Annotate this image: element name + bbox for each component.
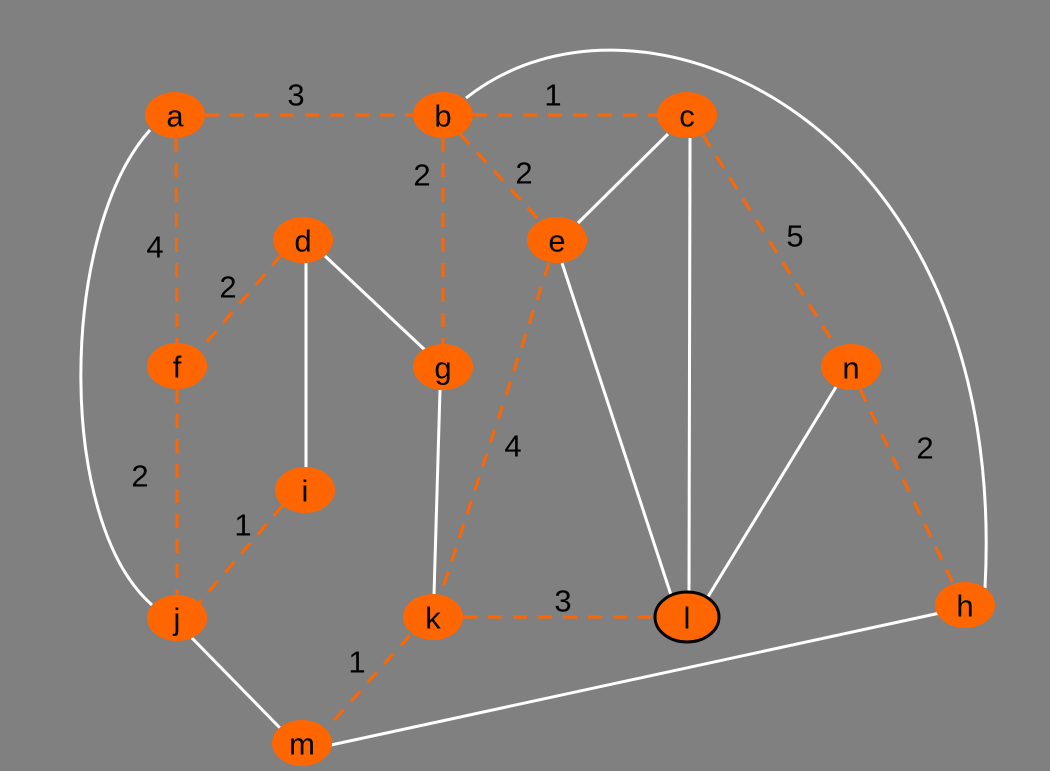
node-e[interactable]: e	[527, 217, 587, 263]
node-l[interactable]: l	[653, 590, 721, 644]
node-l-label: l	[684, 601, 691, 636]
node-a[interactable]: a	[145, 92, 205, 138]
edge-weight-b-g: 2	[413, 158, 430, 193]
node-m-shape[interactable]	[272, 720, 332, 766]
node-b[interactable]: b	[413, 92, 473, 138]
node-i[interactable]: i	[275, 467, 335, 513]
node-n[interactable]: n	[821, 344, 881, 390]
node-g-shape[interactable]	[413, 344, 473, 390]
node-f-label: f	[173, 350, 182, 385]
node-i-shape[interactable]	[275, 467, 335, 513]
edge-c-n[interactable]	[701, 134, 838, 348]
tree-edge-e-l[interactable]	[560, 262, 674, 599]
edge-e-k[interactable]	[439, 262, 551, 595]
edge-weight-d-f: 2	[219, 270, 236, 305]
tree-edge-m-h[interactable]	[330, 611, 941, 747]
node-h-shape[interactable]	[935, 582, 995, 628]
node-k[interactable]: k	[403, 594, 463, 640]
node-d-shape[interactable]	[273, 217, 333, 263]
tree-edge-d-g[interactable]	[323, 254, 427, 352]
node-a-shape[interactable]	[145, 92, 205, 138]
node-m-label: m	[289, 727, 315, 762]
edge-n-h[interactable]	[858, 388, 955, 584]
edge-weight-a-b: 3	[287, 78, 304, 113]
node-c[interactable]: c	[657, 92, 717, 138]
node-e-shape[interactable]	[527, 217, 587, 263]
graph-edge-layer	[174, 113, 955, 728]
node-f-shape[interactable]	[147, 343, 207, 389]
edge-weight-b-e: 2	[515, 156, 532, 191]
node-h-label: h	[956, 589, 973, 624]
node-j-shape[interactable]	[147, 595, 207, 641]
edge-weight-i-j: 1	[234, 508, 251, 543]
node-b-label: b	[434, 99, 451, 134]
tree-edge-c-l[interactable]	[687, 137, 692, 594]
tree-edge-b-h[interactable]	[465, 48, 988, 589]
edge-i-j[interactable]	[197, 504, 285, 604]
node-j-label: j	[173, 602, 181, 637]
edge-a-f[interactable]	[174, 137, 179, 344]
edge-weight-c-n: 5	[786, 219, 803, 254]
edge-k-m[interactable]	[326, 634, 412, 728]
edge-weight-f-j: 2	[131, 459, 148, 494]
node-c-shape[interactable]	[657, 92, 717, 138]
tree-edge-c-e[interactable]	[576, 132, 670, 225]
node-e-label: e	[548, 224, 565, 259]
node-b-shape[interactable]	[413, 92, 473, 138]
node-k-shape[interactable]	[403, 594, 463, 640]
edge-weight-n-h: 2	[916, 431, 933, 466]
node-d[interactable]: d	[273, 217, 333, 263]
edge-weight-layer: 3 1 4 2 2 5 2 2 1 4 3 1 2	[131, 78, 933, 680]
edge-weight-k-l: 3	[554, 584, 571, 619]
node-h[interactable]: h	[935, 582, 995, 628]
node-m[interactable]: m	[272, 720, 332, 766]
node-c-label: c	[679, 99, 695, 134]
node-g[interactable]: g	[413, 344, 473, 390]
edge-weight-e-k: 4	[504, 429, 521, 464]
tree-edge-n-l[interactable]	[704, 386, 838, 601]
edge-weight-b-c: 1	[544, 78, 561, 113]
node-n-shape[interactable]	[821, 344, 881, 390]
tree-edge-g-k[interactable]	[432, 389, 442, 596]
node-j[interactable]: j	[147, 595, 207, 641]
node-d-label: d	[294, 224, 311, 259]
node-layer: a b c d e f g n	[145, 92, 995, 766]
edge-b-e[interactable]	[458, 132, 543, 224]
node-i-label: i	[302, 474, 309, 509]
tree-edge-layer	[79, 48, 988, 747]
tree-edge-j-m[interactable]	[190, 636, 284, 732]
node-g-label: g	[434, 351, 451, 386]
node-a-label: a	[166, 99, 184, 134]
edge-d-f[interactable]	[198, 254, 283, 351]
node-k-label: k	[425, 601, 441, 636]
tree-edge-a-j[interactable]	[79, 128, 153, 607]
node-n-label: n	[842, 351, 859, 386]
node-f[interactable]: f	[147, 343, 207, 389]
edge-weight-a-f: 4	[146, 230, 163, 265]
node-l-shape[interactable]	[653, 590, 721, 644]
edge-weight-k-m: 1	[348, 645, 365, 680]
